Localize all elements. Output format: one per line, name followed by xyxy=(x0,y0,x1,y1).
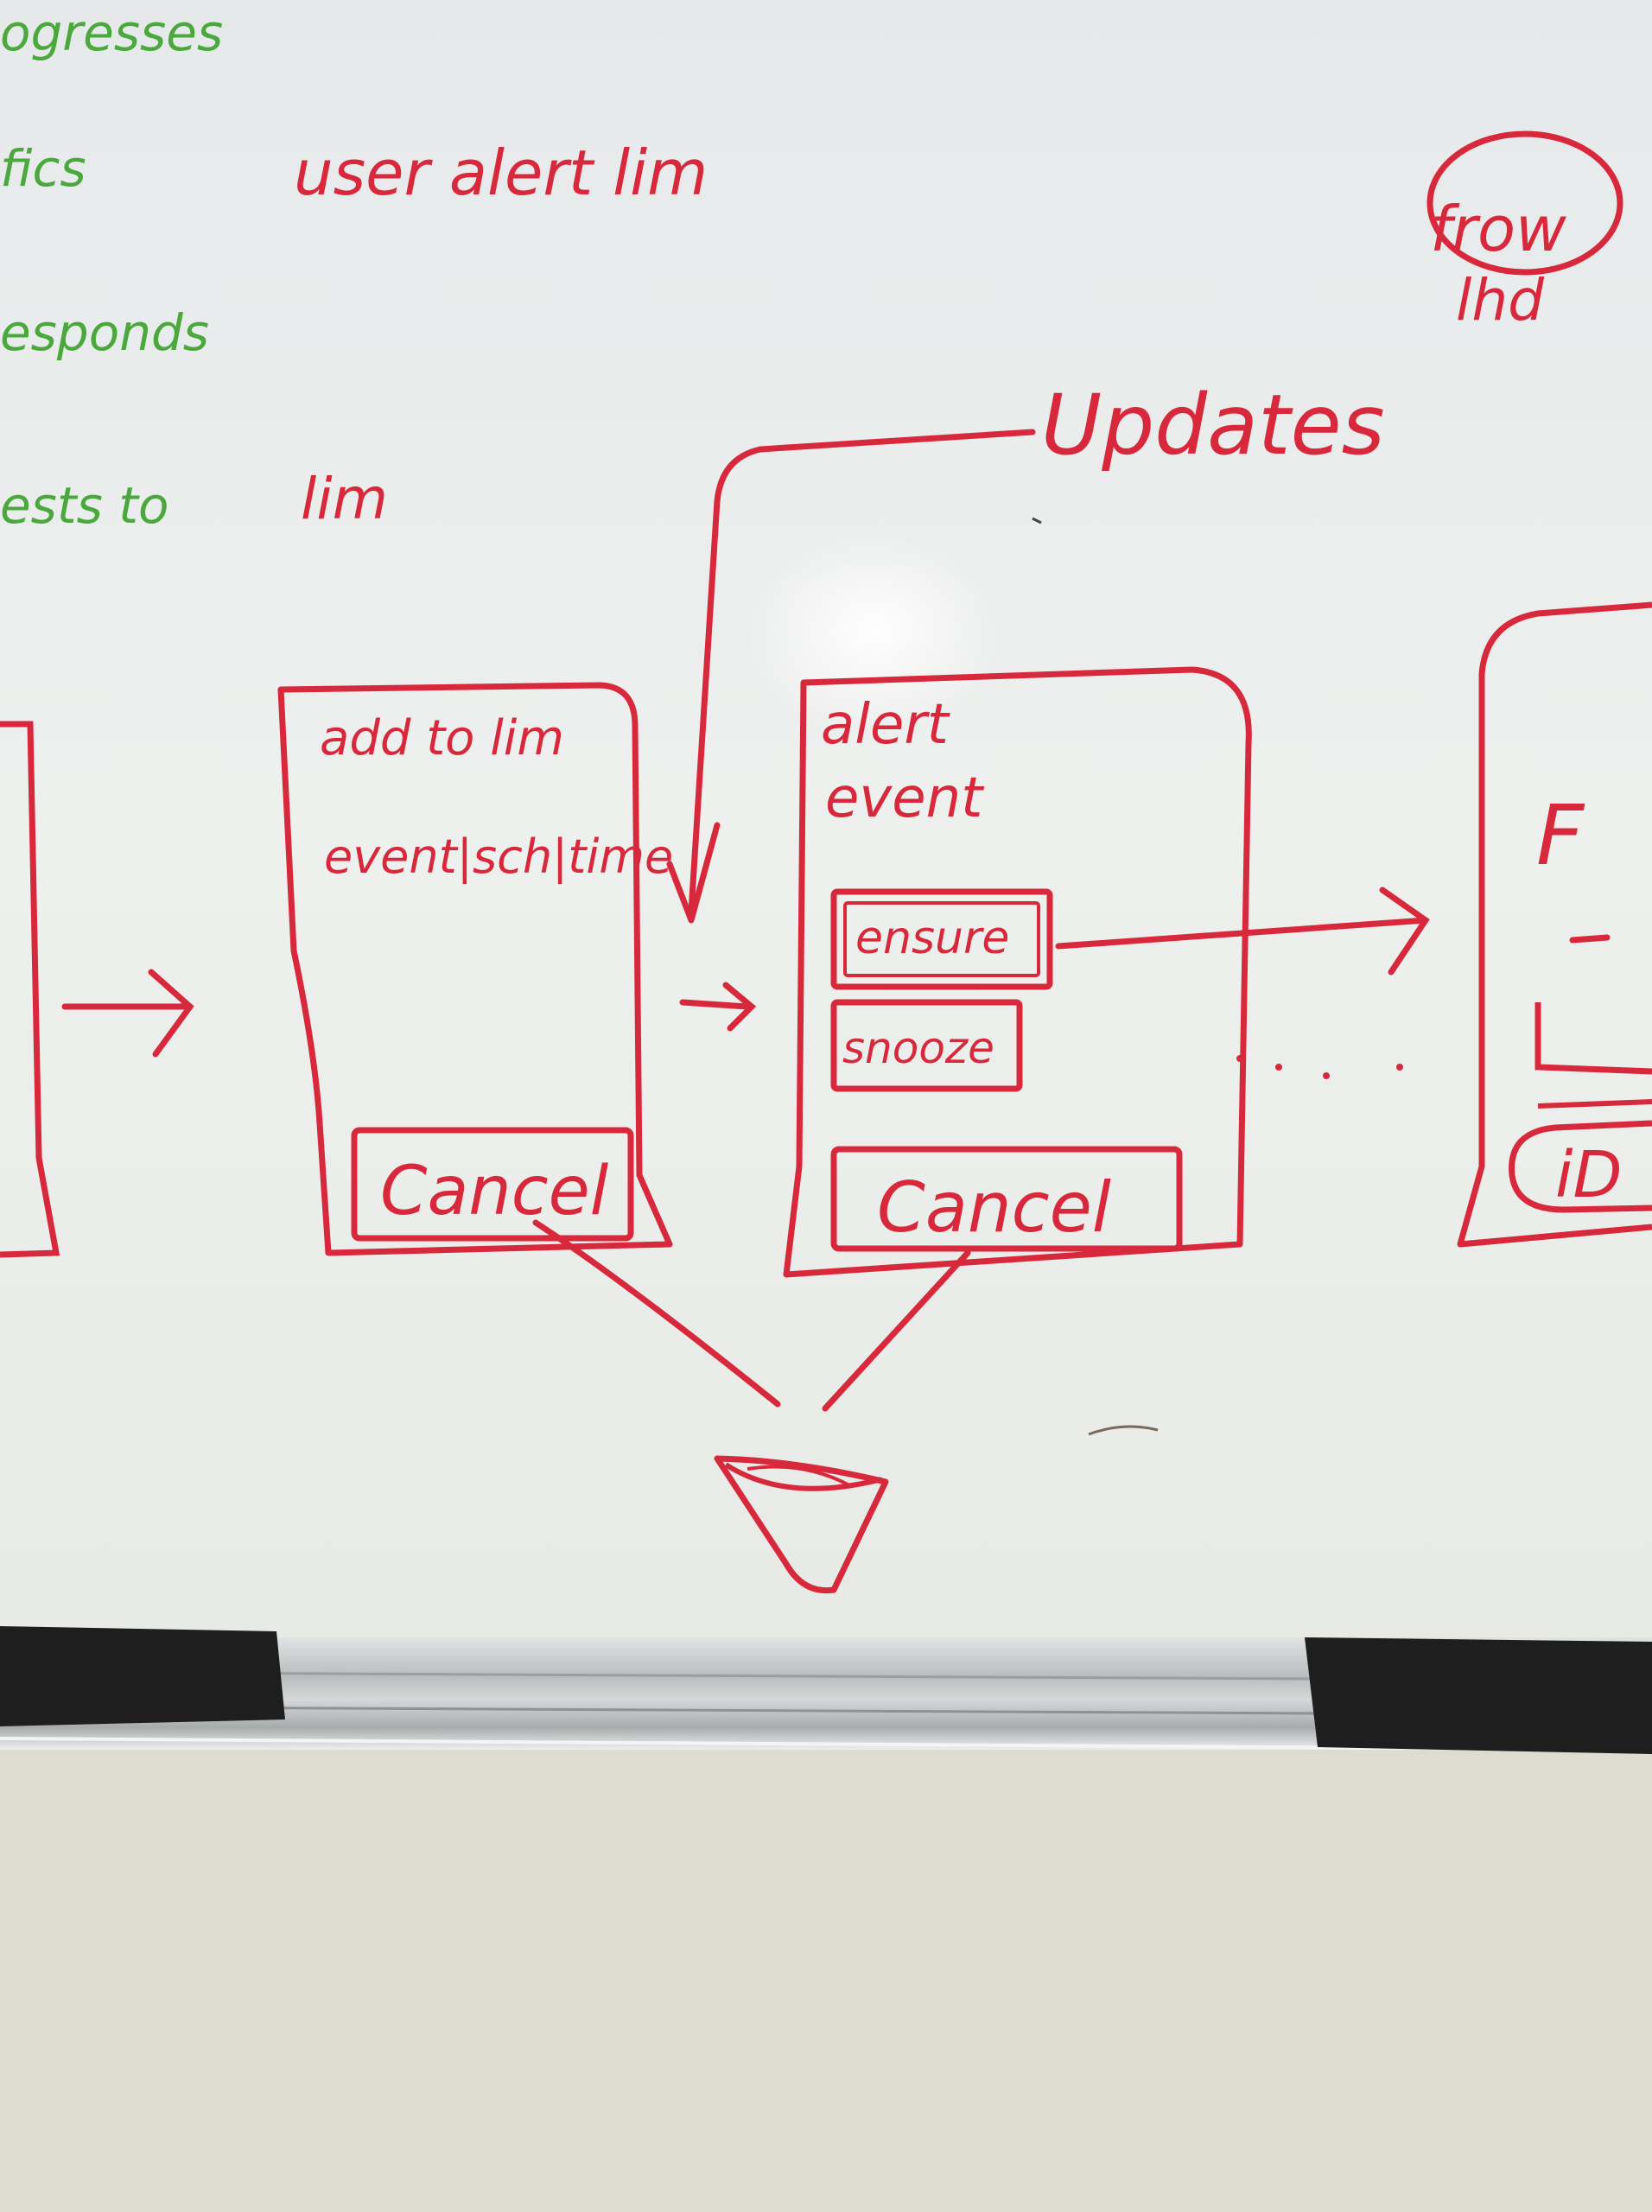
screen-right-letter: F xyxy=(1536,787,1585,884)
green-note-4: ests to xyxy=(0,476,169,535)
respond-button[interactable] xyxy=(830,888,1053,990)
note-frow: frow xyxy=(1430,193,1566,265)
cancel-label-add: Cancel xyxy=(380,1153,609,1230)
arrow-respond-to-right xyxy=(1055,887,1430,976)
screen-left-frame xyxy=(0,721,60,1258)
updates-arrow xyxy=(666,429,1036,924)
frow-circle xyxy=(1426,130,1623,276)
cancel-button-alert[interactable] xyxy=(830,1146,1183,1252)
screen-alert-line2: event xyxy=(825,766,985,830)
cancel-line-alert xyxy=(822,1249,971,1412)
cancel-button-add[interactable] xyxy=(351,1127,634,1242)
green-note-2: fics xyxy=(0,139,86,198)
snooze-button[interactable] xyxy=(830,999,1023,1092)
eraser-right xyxy=(1305,1637,1652,1754)
arrow-left-to-add xyxy=(61,969,194,1058)
screen-right-bottom: iD xyxy=(1555,1138,1623,1212)
screen-add-line1: add to lim xyxy=(320,710,564,766)
screen-right: F iD xyxy=(1457,601,1652,1248)
whiteboard-surface xyxy=(0,0,1652,1642)
cancel-line-add xyxy=(532,1219,781,1408)
screen-alert-line1: alert xyxy=(821,693,951,757)
arrow-add-to-alert xyxy=(679,982,757,1032)
eye-symbol xyxy=(714,1455,889,1594)
eraser-left xyxy=(0,1626,285,1726)
wall xyxy=(0,1737,1652,2212)
screen-alert: alert event ensure snooze Cancel xyxy=(783,666,1252,1278)
note-frow-sub: lhd xyxy=(1456,267,1545,334)
respond-label: ensure xyxy=(855,912,1009,964)
cancel-label-alert: Cancel xyxy=(877,1167,1111,1248)
screen-add: add to lim event|sch|time Cancel xyxy=(277,682,673,1256)
note-lim: lim xyxy=(301,466,388,532)
snooze-label: snooze xyxy=(842,1023,994,1073)
label-updates: Updates xyxy=(1041,377,1385,474)
screen-add-line2: event|sch|time xyxy=(324,830,673,884)
green-note-1: ogresses xyxy=(0,3,223,62)
note-user-alert: user alert lim xyxy=(294,137,708,209)
green-note-3: esponds xyxy=(0,303,209,362)
